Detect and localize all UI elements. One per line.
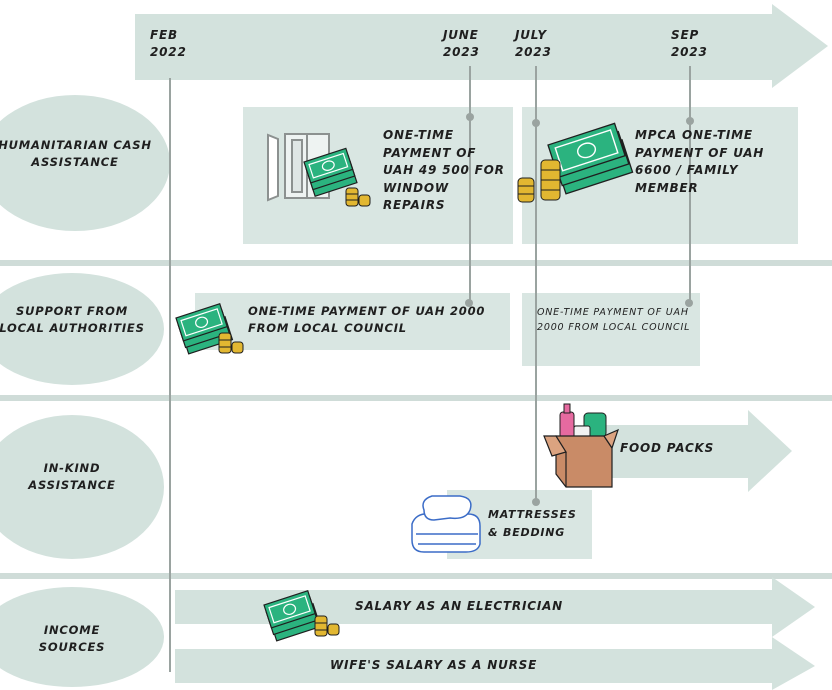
event-local-council-1: ONE-TIME PAYMENT OF UAH 2000 FROM LOCAL … (248, 304, 486, 335)
marker-dot (532, 119, 540, 127)
marker-dot (685, 299, 693, 307)
date-month: FEB (150, 28, 178, 42)
marker-dot (465, 299, 473, 307)
money-stack-icon (263, 590, 322, 642)
category-label-local: SUPPORT FROM LOCAL AUTHORITIES (0, 304, 145, 335)
category-oval-inkind (0, 415, 164, 559)
date-month: JULY (515, 28, 547, 42)
date-label-feb: FEB 2022 (150, 27, 187, 61)
event-mattresses: MATTRESSES & BEDDING (488, 508, 577, 539)
category-label-cash: HUMANITARIAN CASH ASSISTANCE (0, 138, 152, 169)
event-mpca: MPCA ONE-TIME PAYMENT OF UAH 6600 / FAMI… (635, 128, 765, 195)
panel-local-council-1 (195, 293, 510, 350)
date-year: 2023 (515, 45, 552, 59)
event-window-repairs: ONE-TIME PAYMENT OF UAH 49 500 FOR WINDO… (383, 128, 505, 212)
timeline-arrow (135, 4, 828, 88)
category-oval-income (0, 587, 164, 687)
coins-icon (345, 187, 371, 207)
salary-electrician-arrow (175, 577, 815, 637)
category-label-income: INCOME SOURCES (38, 623, 106, 654)
event-salary-electrician: SALARY AS AN ELECTRICIAN (355, 599, 564, 613)
row-separator-1 (0, 260, 832, 266)
money-stack-icon (303, 147, 358, 197)
food-box-icon (543, 403, 619, 488)
panel-local-council-2 (522, 293, 700, 366)
coins-icon (218, 332, 244, 354)
date-year: 2022 (150, 45, 187, 59)
event-food-packs: FOOD PACKS (620, 441, 715, 455)
coins-icon (517, 159, 561, 203)
date-year: 2023 (443, 45, 480, 59)
date-label-sep: SEP 2023 (671, 27, 708, 61)
marker-dot (686, 117, 694, 125)
coins-icon (314, 615, 340, 637)
event-wife-salary: WIFE'S SALARY AS A NURSE (330, 658, 538, 672)
date-label-july: JULY 2023 (515, 27, 552, 61)
marker-dot (466, 113, 474, 121)
money-stack-icon (547, 122, 634, 195)
date-month: SEP (671, 28, 700, 42)
mattress-icon (411, 495, 481, 553)
event-local-council-2: ONE-TIME PAYMENT OF UAH 2000 FROM LOCAL … (537, 307, 691, 333)
row-separator-3 (0, 573, 832, 579)
row-separator-2 (0, 395, 832, 401)
date-year: 2023 (671, 45, 708, 59)
category-oval-local (0, 273, 164, 385)
marker-dot (532, 498, 540, 506)
food-packs-arrow (570, 410, 792, 492)
wife-salary-arrow (175, 637, 815, 690)
date-label-june: JUNE 2023 (443, 27, 480, 61)
category-label-inkind: IN-KIND ASSISTANCE (28, 461, 116, 492)
date-month: JUNE (443, 28, 479, 42)
money-stack-icon (175, 303, 234, 355)
category-oval-cash (0, 95, 170, 231)
